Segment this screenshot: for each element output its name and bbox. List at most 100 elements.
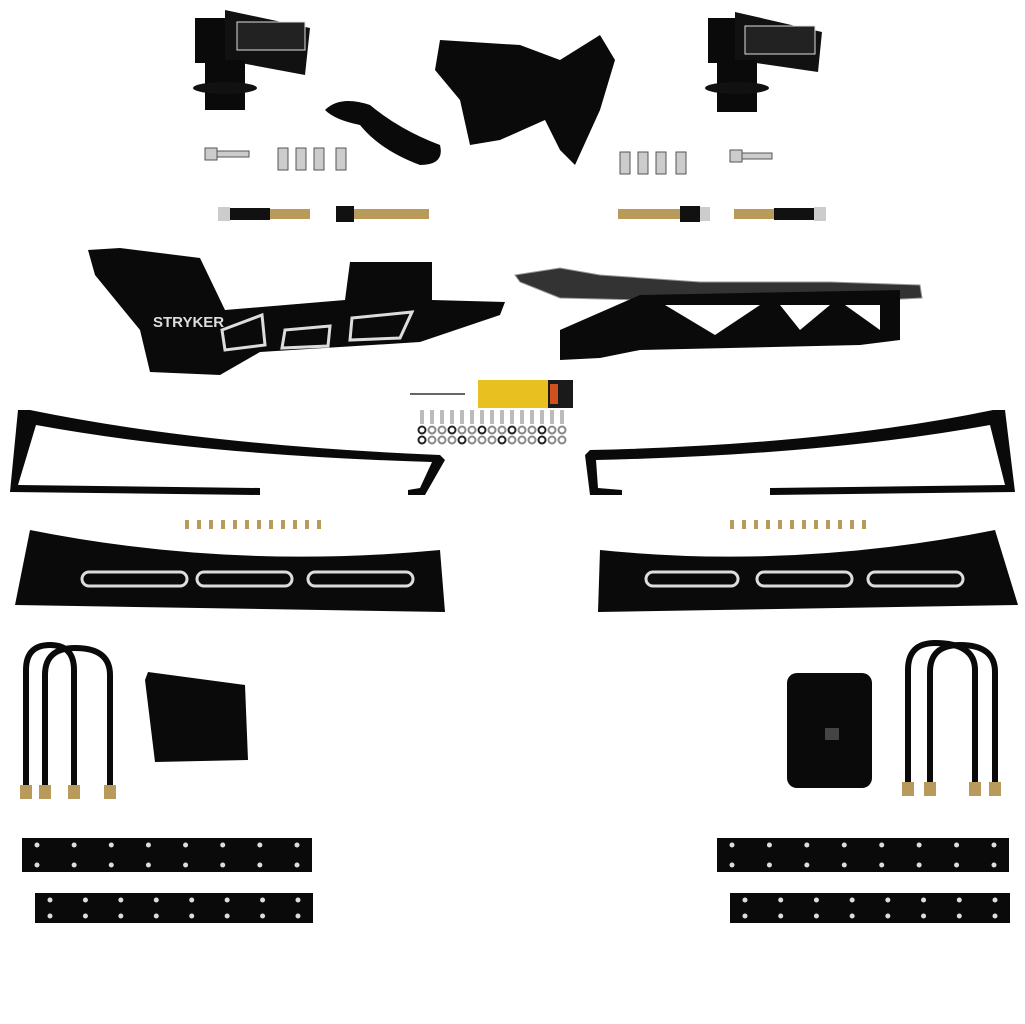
rivet — [220, 862, 226, 868]
traction-bar-frame-right — [585, 410, 1015, 495]
rivet — [294, 842, 300, 848]
nut — [497, 435, 507, 445]
rivet — [916, 862, 922, 868]
rivet — [991, 842, 997, 848]
rivet — [885, 913, 891, 919]
rivet — [879, 862, 885, 868]
hardware-bolts — [204, 147, 773, 175]
rivet — [921, 913, 927, 919]
bolt — [500, 410, 504, 424]
washer — [487, 425, 497, 435]
rivet — [849, 913, 855, 919]
drill-bit — [410, 393, 465, 395]
bolt — [490, 410, 494, 424]
nut — [437, 435, 447, 445]
rivet — [992, 913, 998, 919]
washer — [447, 425, 457, 435]
rivet-bolt — [838, 520, 842, 529]
bolt — [460, 410, 464, 424]
rivet-bolt — [305, 520, 309, 529]
rivet — [145, 842, 151, 848]
rivet — [118, 897, 124, 903]
rivet — [804, 862, 810, 868]
rivet-bolt — [209, 520, 213, 529]
rivet — [153, 897, 159, 903]
rivet — [849, 897, 855, 903]
rivet-bolt — [245, 520, 249, 529]
rivet — [885, 897, 891, 903]
rivet — [224, 913, 230, 919]
traction-bar-plate-left — [15, 530, 445, 612]
lift-block-left — [145, 672, 248, 762]
rivet-bolt — [269, 520, 273, 529]
nut — [487, 435, 497, 445]
washer — [417, 425, 427, 435]
center-bracket — [435, 35, 615, 165]
rivet-bolt — [826, 520, 830, 529]
rivet — [778, 913, 784, 919]
nut — [537, 435, 547, 445]
rivet-bolt — [802, 520, 806, 529]
nut — [427, 435, 437, 445]
rivet — [189, 913, 195, 919]
rivet — [956, 913, 962, 919]
washer — [477, 425, 487, 435]
small-hardware — [185, 410, 866, 529]
bolt — [470, 410, 474, 424]
washer — [527, 425, 537, 435]
nut — [457, 435, 467, 445]
hardware-package — [478, 380, 573, 408]
bolt — [430, 410, 434, 424]
bolt — [520, 410, 524, 424]
u-bolts-right — [905, 639, 998, 790]
washer — [507, 425, 517, 435]
washer — [467, 425, 477, 435]
bolt — [530, 410, 534, 424]
rivet-bolt — [197, 520, 201, 529]
rivet — [183, 842, 189, 848]
washer — [517, 425, 527, 435]
rivet-bolt — [778, 520, 782, 529]
rivet — [47, 913, 53, 919]
lift-block-right — [787, 673, 872, 788]
plate — [22, 838, 312, 872]
rivet-bolt — [814, 520, 818, 529]
rivet — [766, 842, 772, 848]
rivet-bolt — [754, 520, 758, 529]
rivet-bolt — [742, 520, 746, 529]
stryker-logo: STRYKER — [153, 314, 224, 331]
rivet — [260, 897, 266, 903]
bolt — [440, 410, 444, 424]
rivet — [108, 862, 114, 868]
rivet — [145, 862, 151, 868]
bolt — [480, 410, 484, 424]
washer — [497, 425, 507, 435]
rivet — [108, 842, 114, 848]
nut — [517, 435, 527, 445]
frame-bracket-left: STRYKER — [88, 248, 505, 375]
rivet — [220, 842, 226, 848]
rivet-bolt — [257, 520, 261, 529]
rivet — [954, 862, 960, 868]
rivet — [921, 897, 927, 903]
rivet — [189, 897, 195, 903]
washer — [427, 425, 437, 435]
rivet — [71, 842, 77, 848]
rivet — [742, 897, 748, 903]
rivet — [766, 862, 772, 868]
rivet — [813, 897, 819, 903]
nut — [417, 435, 427, 445]
rivet — [82, 897, 88, 903]
rivet — [804, 842, 810, 848]
rivet-bolt — [862, 520, 866, 529]
plate — [717, 838, 1009, 872]
bolt — [510, 410, 514, 424]
washer — [547, 425, 557, 435]
rivet — [82, 913, 88, 919]
rivet-bolt — [730, 520, 734, 529]
rivet-bolt — [221, 520, 225, 529]
rivet — [778, 897, 784, 903]
rivet — [257, 842, 263, 848]
